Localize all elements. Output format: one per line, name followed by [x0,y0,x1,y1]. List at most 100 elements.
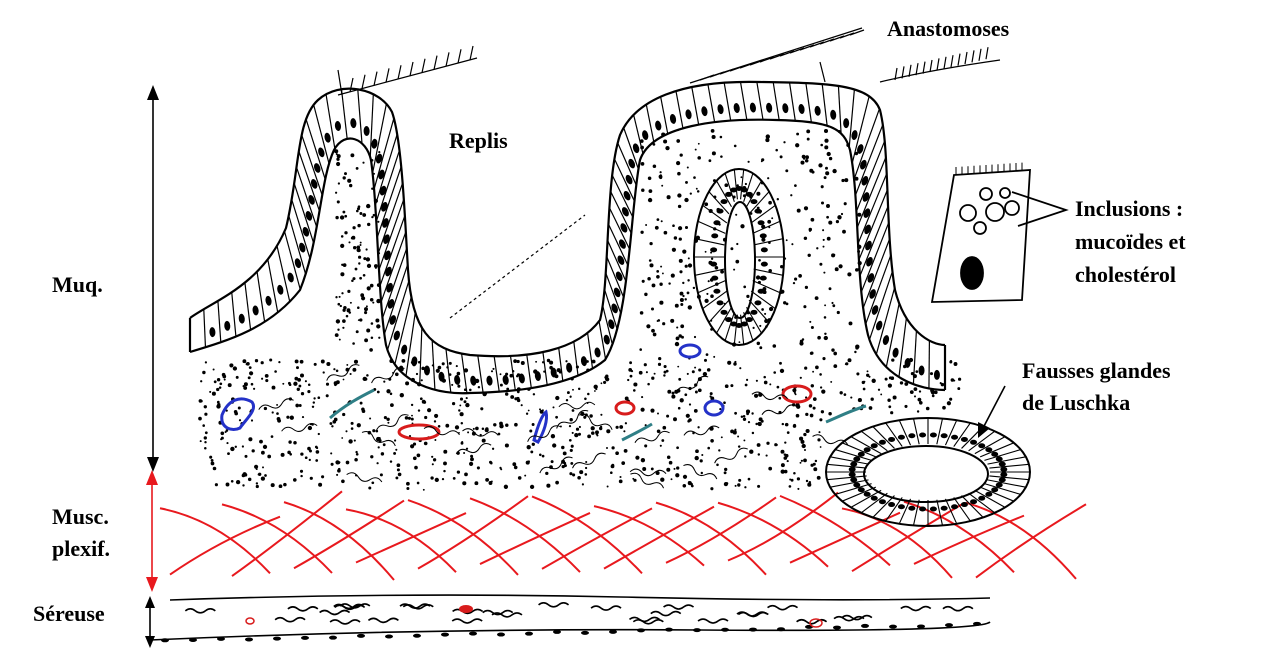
stipple-dot [824,139,828,143]
stipple-dot [712,135,716,139]
stipple-dot [663,374,665,376]
stipple-dot [671,478,673,480]
stipple-dot [357,224,360,227]
stipple-dot [768,201,772,205]
stipple-dot [572,409,575,412]
stipple-dot [743,286,746,289]
stipple-dot [350,302,352,304]
stipple-dot [958,378,961,381]
stipple-dot [819,263,822,266]
stipple-dot [570,396,572,398]
stipple-dot [660,266,662,268]
stipple-dot [687,373,689,375]
stipple-dot [737,436,739,438]
stipple-dot [816,247,818,249]
stipple-dot [219,386,222,389]
stipple-dot [239,419,241,421]
stipple-dot [286,416,289,419]
stipple-dot [276,404,278,406]
stipple-dot [366,305,368,307]
stipple-dot [510,395,514,399]
stipple-dot [293,382,297,386]
stipple-dot [567,391,570,394]
stipple-dot [759,417,763,421]
stipple-dot [417,454,421,458]
stipple-dot [733,362,736,365]
stipple-dot [585,461,587,463]
stipple-dot [492,368,494,370]
serosa-nucleus [917,624,925,628]
stipple-dot [680,324,684,328]
stipple-dot [635,456,639,460]
stipple-dot [918,398,922,402]
stipple-dot [500,468,502,470]
stipple-dot [724,183,728,187]
stipple-dot [317,396,320,399]
stipple-dot [295,359,299,363]
stipple-dot [712,151,716,155]
serosa-nucleus [889,625,897,629]
stipple-dot [308,383,311,386]
stipple-dot [557,368,561,372]
stipple-dot [549,361,553,365]
stipple-dot [356,245,360,249]
stipple-dot [585,467,587,469]
stipple-dot [452,402,455,405]
stipple-dot [797,209,801,213]
stipple-dot [697,156,701,160]
stipple-dot [832,304,835,307]
stipple-dot [348,439,352,443]
stipple-dot [233,366,237,370]
stipple-dot [815,460,817,462]
stipple-dot [477,466,480,469]
stipple-dot [505,392,508,395]
stipple-dot [778,397,781,400]
stipple-dot [804,367,807,370]
stipple-dot [810,352,813,355]
stipple-dot [337,461,340,464]
stipple-dot [763,376,766,379]
stipple-dot [698,388,702,392]
stipple-dot [825,167,828,170]
nucleus [871,496,878,501]
stipple-dot [687,279,689,281]
stipple-dot [594,385,598,389]
stipple-dot [449,362,452,365]
stipple-dot [348,241,350,243]
nucleus [850,477,857,482]
stipple-dot [804,449,806,451]
stipple-dot [841,179,844,182]
stipple-dot [630,375,633,378]
stipple-dot [738,479,741,482]
stipple-dot [352,368,356,372]
stipple-dot [817,438,820,441]
stipple-dot [678,378,681,381]
stipple-dot [659,176,662,179]
stipple-dot [360,293,364,297]
stipple-dot [564,464,567,467]
stipple-dot [296,366,299,369]
stipple-dot [336,319,340,323]
stipple-dot [305,456,308,459]
stipple-dot [841,213,843,215]
stipple-dot [309,459,311,461]
stipple-dot [406,487,409,490]
stipple-dot [844,393,847,396]
stipple-dot [761,158,764,161]
stipple-dot [276,412,279,415]
stipple-dot [457,385,460,388]
stipple-dot [701,454,703,456]
stipple-dot [261,476,265,480]
stipple-dot [253,388,255,390]
stipple-dot [579,470,583,474]
stipple-dot [694,336,696,338]
stipple-dot [242,484,244,486]
stipple-dot [361,408,365,412]
stipple-dot [756,380,758,382]
stipple-dot [664,371,667,374]
stipple-dot [611,465,615,469]
stipple-dot [758,453,760,455]
stipple-dot [261,451,265,455]
stipple-dot [720,136,723,139]
nucleus [978,443,985,448]
